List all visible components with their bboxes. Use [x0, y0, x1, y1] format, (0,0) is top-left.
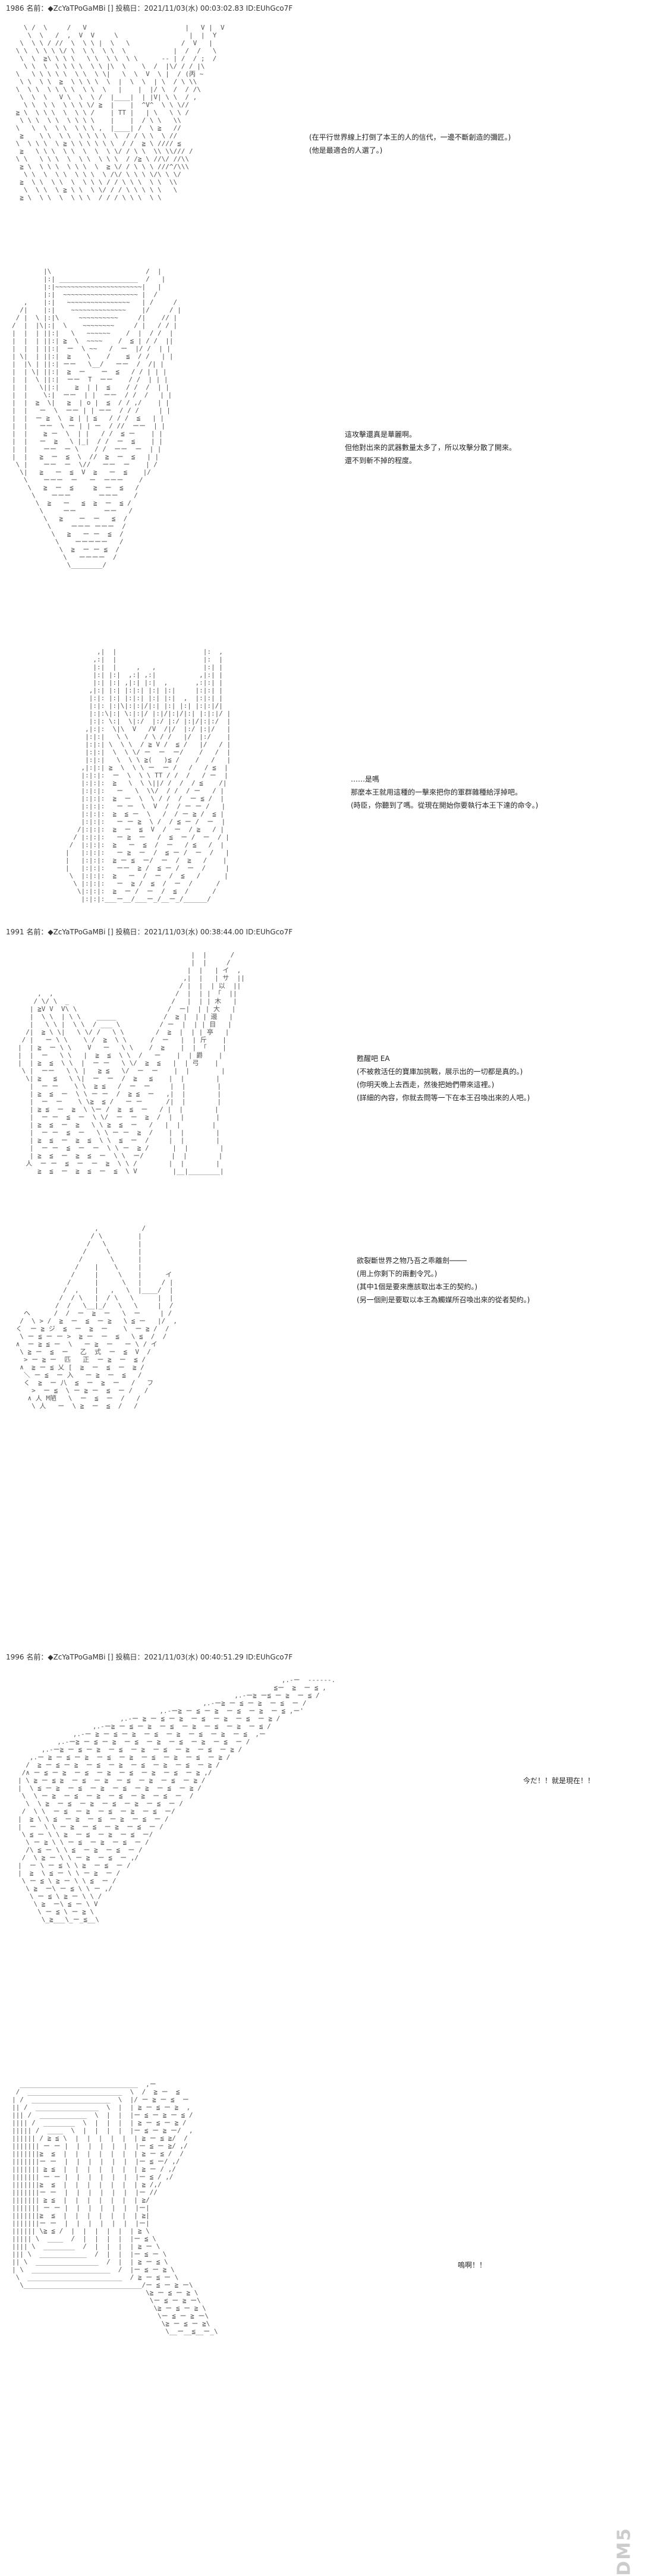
dialog-box: 今だ！！就是現在！！ — [523, 1774, 594, 1787]
dialog-line: 但他對出來的武器數量太多了，所以攻擊分散了開來。 — [345, 443, 517, 452]
post-header-text: 1986 名前：◆ZcYaTPoGaMBi [] 投稿日：2021/11/03(… — [6, 4, 293, 12]
dialog-line: ……是嗎 — [351, 775, 380, 783]
dialog-box: (在平行世界線上打倒了本王的人的信代，一邊不斷創造的彌匠。) (他是最適合的人選… — [309, 131, 511, 157]
ascii-art-figure: , / / \ | / \ | / \ | / \ | / | \ | / — [15, 1224, 178, 1410]
dialog-line: (用上你剩下的兩劃令咒。) — [357, 1270, 438, 1278]
dialog-line: 今だ！！就是現在！！ — [523, 1777, 595, 1785]
dialog-line: (時臣，你聽到了嗎。從現在開始你要執行本王下達的命令。) — [351, 801, 539, 810]
dialog-line: (詳細的內容，你就去問等一下在本王召喚出來的人吧。) — [357, 1094, 530, 1102]
dialog-line: (你明天晚上去西走，然後把她們帶來這裡。) — [357, 1081, 495, 1089]
ascii-art-figure: ______________________________ ,ー / ____… — [12, 2080, 218, 2335]
dialog-line: (另一個則是要取以本王為觸媒所召喚出來的從者契約。) — [357, 1296, 530, 1304]
panel-5: , / / \ | / \ | / \ | / \ | / | \ | / — [6, 1213, 642, 1410]
panel-1: \ / \ / V | V | V \ \ / , V V \ | | Y \ … — [6, 18, 642, 256]
panel-2: |\ / | |:| ____________________ / | |:|~… — [6, 262, 642, 636]
post-header-1991: 1991 名前：◆ZcYaTPoGaMBi [] 投稿日：2021/11/03(… — [6, 927, 292, 937]
dialog-line: (他是最適合的人選了。) — [309, 146, 383, 155]
post-header-text: 1991 名前：◆ZcYaTPoGaMBi [] 投稿日：2021/11/03(… — [6, 928, 293, 936]
post-header-1986: 1986 名前：◆ZcYaTPoGaMBi [] 投稿日：2021/11/03(… — [6, 4, 292, 13]
panel-3: ,| | |: , ,:| | |: | |:| | , , |:| | |:|… — [6, 642, 642, 927]
panel-7: ______________________________ ,ー / ____… — [6, 2074, 642, 2576]
ascii-art-figure: \ / \ / V | V | V \ \ / , V V \ | | Y \ … — [15, 24, 225, 201]
panel-6: ,.-ー ‐‐‐‐‐‐. ≦ー ≧ ー ≦ , ,.-ー≧ ー≦ ー ≧ ー ≦… — [6, 1670, 642, 2057]
dialog-line: 這攻擊還真是華麗啊。 — [345, 430, 417, 439]
dialog-box: 欲裂斷世界之物乃吾之乖離劍──── (用上你剩下的兩劃令咒。) (其中1個是要來… — [357, 1254, 530, 1306]
panel-4: | | / | | / | | | イ , ,| | | サ || — [6, 945, 642, 1201]
dialog-line: (不被救活任的寶庫加挑戰，展示出的一切都是真的。) — [357, 1067, 523, 1076]
dialog-box: 甦醒吧 EA (不被救活任的寶庫加挑戰，展示出的一切都是真的。) (你明天晚上去… — [357, 1052, 530, 1104]
dialog-line: 還不到斬不掉的程度。 — [345, 456, 417, 465]
post-header-text: 1996 名前：◆ZcYaTPoGaMBi [] 投稿日：2021/11/03(… — [6, 1653, 293, 1661]
watermark-logo: DM5 — [614, 2527, 635, 2576]
ascii-art-figure: |\ / | |:| ____________________ / | |:|~… — [12, 267, 181, 569]
dialog-box: ……是嗎 那麼本王就用這種的一擊來把你的軍群雜種給浮掉吧。 (時臣，你聽到了嗎。… — [351, 773, 538, 812]
ascii-art-figure: ,| | |: , ,:| | |: | |:| | , , |:| | |:|… — [65, 648, 231, 903]
dialog-line: (在平行世界線上打倒了本王的人的信代，一邊不斷創造的彌匠。) — [309, 133, 511, 141]
ascii-art-figure: ,.-ー ‐‐‐‐‐‐. ≦ー ≧ ー ≦ , ,.-ー≧ ー≦ ー ≧ ー ≦… — [18, 1676, 336, 1923]
dialog-line: 嗚啊！！ — [458, 2261, 487, 2269]
ascii-art-figure: | | / | | / | | | イ , ,| | | サ || — [18, 951, 245, 1175]
dialog-line: 甦醒吧 EA — [357, 1054, 390, 1063]
dialog-box: 這攻擊還真是華麗啊。 但他對出來的武器數量太多了，所以攻擊分散了開來。 還不到斬… — [345, 428, 516, 467]
post-header-1996: 1996 名前：◆ZcYaTPoGaMBi [] 投稿日：2021/11/03(… — [6, 1652, 292, 1662]
dialog-box: 嗚啊！！ — [458, 2259, 486, 2272]
dialog-line: 欲裂斷世界之物乃吾之乖離劍──── — [357, 1256, 467, 1265]
dialog-line: 那麼本王就用這種的一擊來把你的軍群雜種給浮掉吧。 — [351, 788, 523, 796]
dialog-line: (其中1個是要來應該取出本王的契約。) — [357, 1283, 477, 1291]
